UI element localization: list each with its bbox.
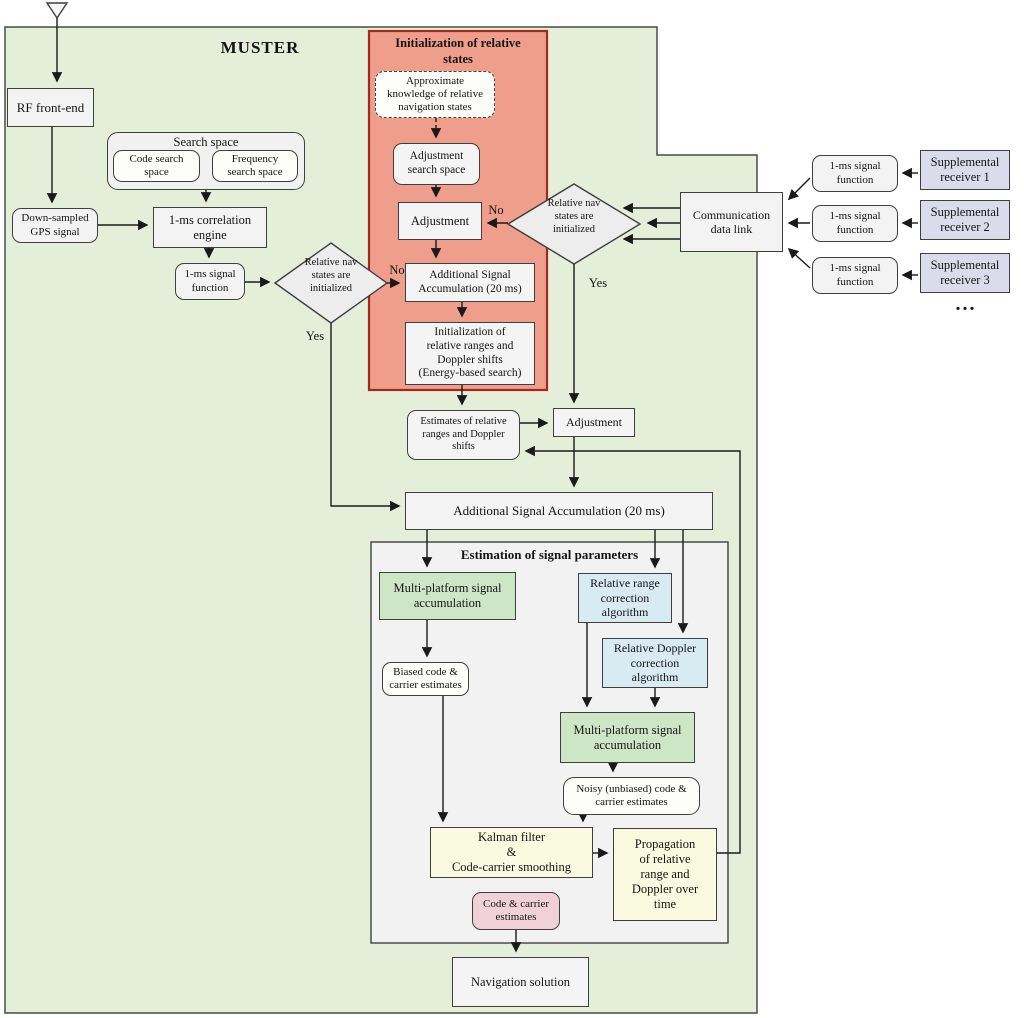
node-code-carrier-estimates: Code & carrier estimates xyxy=(472,892,560,930)
node-additional-accumulation-main: Additional Signal Accumulation (20 ms) xyxy=(405,492,713,530)
node-init-ranges-doppler: Initialization of relative ranges and Do… xyxy=(405,322,535,385)
node-kalman-filter: Kalman filter & Code-carrier smoothing xyxy=(430,827,593,878)
node-navigation-solution: Navigation solution xyxy=(452,957,589,1007)
node-receiver-1: Supplemental receiver 1 xyxy=(920,150,1010,190)
node-propagation: Propagation of relative range and Dopple… xyxy=(613,828,717,921)
node-noisy-estimates: Noisy (unbiased) code & carrier estimate… xyxy=(563,777,700,815)
antenna-icon xyxy=(45,2,69,20)
node-correlation-engine: 1-ms correlation engine xyxy=(153,207,267,248)
more-receivers-ellipsis: ... xyxy=(955,293,977,315)
node-multi-platform-1: Multi-platform signal accumulation xyxy=(379,572,516,620)
node-receiver-3: Supplemental receiver 3 xyxy=(920,253,1010,293)
decision-remote-text: Relative nav states are initialized xyxy=(547,198,601,236)
node-signal-function-2: 1-ms signal function xyxy=(812,205,898,242)
node-code-search-space: Code search space xyxy=(113,150,200,182)
node-communication-data-link: Communication data link xyxy=(680,192,783,252)
estimation-panel-title: Estimation of signal parameters xyxy=(460,547,639,562)
label-no-local: No xyxy=(389,263,405,277)
node-adjustment-search-space: Adjustment search space xyxy=(393,143,480,185)
decision-remote-diamond xyxy=(506,183,642,265)
label-yes-local: Yes xyxy=(305,329,325,343)
node-approx-knowledge: Approximate knowledge of relative naviga… xyxy=(375,71,495,118)
node-down-sampled-gps: Down-sampled GPS signal xyxy=(12,208,98,243)
label-no-remote: No xyxy=(488,203,504,217)
system-title: MUSTER xyxy=(220,38,300,57)
label-yes-remote: Yes xyxy=(588,276,608,290)
node-additional-accumulation-init: Additional Signal Accumulation (20 ms) xyxy=(405,263,535,302)
node-signal-function-3: 1-ms signal function xyxy=(812,257,898,294)
node-signal-function-local: 1-ms signal function xyxy=(175,263,245,300)
node-adjustment-main: Adjustment xyxy=(553,408,635,437)
node-signal-function-1: 1-ms signal function xyxy=(812,155,898,192)
node-relative-range-correction: Relative range correction algorithm xyxy=(578,573,672,623)
decision-local-text: Relative nav states are initialized xyxy=(304,257,358,295)
node-frequency-search-space: Frequency search space xyxy=(212,150,298,182)
node-biased-estimates: Biased code & carrier estimates xyxy=(382,662,469,696)
node-receiver-2: Supplemental receiver 2 xyxy=(920,200,1010,240)
node-multi-platform-2: Multi-platform signal accumulation xyxy=(560,712,695,763)
init-panel-title: Initialization of relative states xyxy=(395,36,521,66)
connectors xyxy=(46,18,918,953)
node-relative-doppler-correction: Relative Doppler correction algorithm xyxy=(602,638,708,688)
node-rf-front-end: RF front-end xyxy=(7,88,94,127)
node-estimates-ranges-doppler: Estimates of relative ranges and Doppler… xyxy=(407,410,520,460)
node-adjustment-init: Adjustment xyxy=(398,202,482,240)
